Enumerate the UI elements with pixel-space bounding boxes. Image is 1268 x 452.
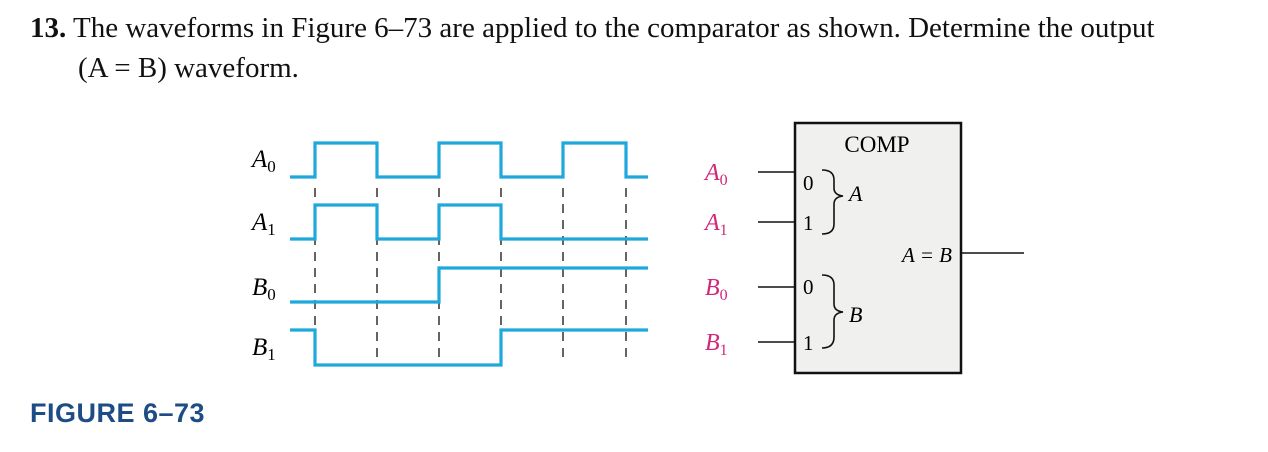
waveform-label-a1: A1 bbox=[250, 209, 276, 239]
waveform-b0 bbox=[290, 266, 648, 304]
waveform-a0 bbox=[290, 141, 648, 179]
comparator-input-label-b1: B1 bbox=[705, 330, 728, 359]
brace-a bbox=[821, 169, 844, 235]
comparator-pin-a1: 1 bbox=[803, 211, 814, 235]
question-text: 13. The waveforms in Figure 6–73 are app… bbox=[30, 8, 1155, 88]
waveform-label-b0: B0 bbox=[252, 274, 276, 304]
comparator-title: COMP bbox=[844, 132, 909, 157]
comparator-output-label: A = B bbox=[900, 243, 952, 267]
comparator-pin-b0: 0 bbox=[803, 275, 814, 299]
question-line-1: The waveforms in Figure 6–73 are applied… bbox=[72, 12, 1155, 44]
comparator-group-a: A bbox=[847, 181, 863, 206]
comparator-input-label-a0: A0 bbox=[703, 160, 728, 189]
waveform-label-a0: A0 bbox=[250, 146, 276, 176]
comparator-box bbox=[793, 121, 963, 375]
comparator-group-b: B bbox=[849, 302, 862, 327]
waveform-b1 bbox=[290, 328, 648, 367]
waveform-a1 bbox=[290, 203, 648, 241]
comparator-pin-a0: 0 bbox=[803, 171, 814, 195]
figure-caption: FIGURE 6–73 bbox=[30, 398, 206, 428]
waveform-label-b1: B1 bbox=[252, 334, 276, 364]
comparator-input-label-a1: A1 bbox=[703, 210, 728, 239]
question-number: 13. bbox=[30, 12, 67, 44]
comparator-input-label-b0: B0 bbox=[705, 275, 728, 304]
comparator-pin-b1: 1 bbox=[803, 331, 814, 355]
question-line-2: (A = B) waveform. bbox=[78, 52, 299, 84]
brace-b bbox=[821, 274, 844, 349]
